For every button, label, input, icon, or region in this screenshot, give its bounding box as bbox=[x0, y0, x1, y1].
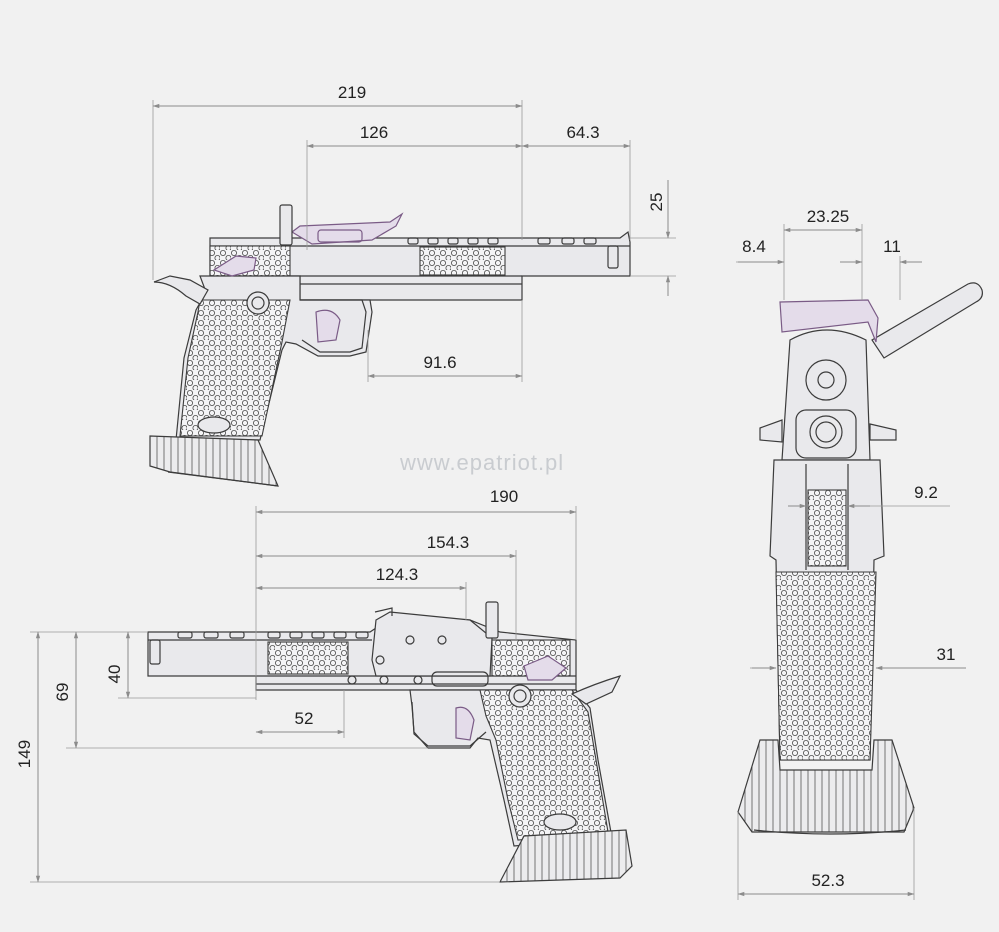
dim-front-overhang: 64.3 bbox=[566, 123, 599, 142]
dim-slide-front: 124.3 bbox=[376, 565, 419, 584]
dim-length-190: 190 bbox=[490, 487, 518, 506]
dim-center-width: 23.25 bbox=[807, 207, 850, 226]
dim-inner-width: 9.2 bbox=[914, 483, 938, 502]
bottom-view-dimensions: 190 154.3 124.3 52 40 69 149 bbox=[15, 487, 577, 883]
dim-left-offset: 8.4 bbox=[742, 237, 766, 256]
dim-frame-height: 69 bbox=[53, 683, 72, 702]
pistol-rear-view bbox=[737, 282, 983, 835]
pistol-side-view bbox=[149, 204, 631, 487]
dim-barrel-front: 154.3 bbox=[427, 533, 470, 552]
dim-trigger-to-muzzle: 91.6 bbox=[423, 353, 456, 372]
dim-bore-to-top: 40 bbox=[105, 665, 124, 684]
rear-view-dimensions: 23.25 8.4 11 9.2 31 52.3 bbox=[736, 207, 966, 900]
dim-slide-height: 25 bbox=[647, 193, 666, 212]
dim-overall-length: 219 bbox=[338, 83, 366, 102]
dim-slide-section: 126 bbox=[360, 123, 388, 142]
watermark: www.epatriot.pl bbox=[399, 450, 564, 475]
top-view-dimensions: 219 126 64.3 25 91.6 bbox=[152, 83, 676, 382]
dim-base-width: 52.3 bbox=[811, 871, 844, 890]
dim-front-lower: 52 bbox=[295, 709, 314, 728]
dim-grip-width: 31 bbox=[937, 645, 956, 664]
dim-right-offset: 11 bbox=[883, 237, 901, 256]
pistol-mirrored-view bbox=[147, 601, 633, 883]
dim-overall-height: 149 bbox=[15, 740, 34, 768]
